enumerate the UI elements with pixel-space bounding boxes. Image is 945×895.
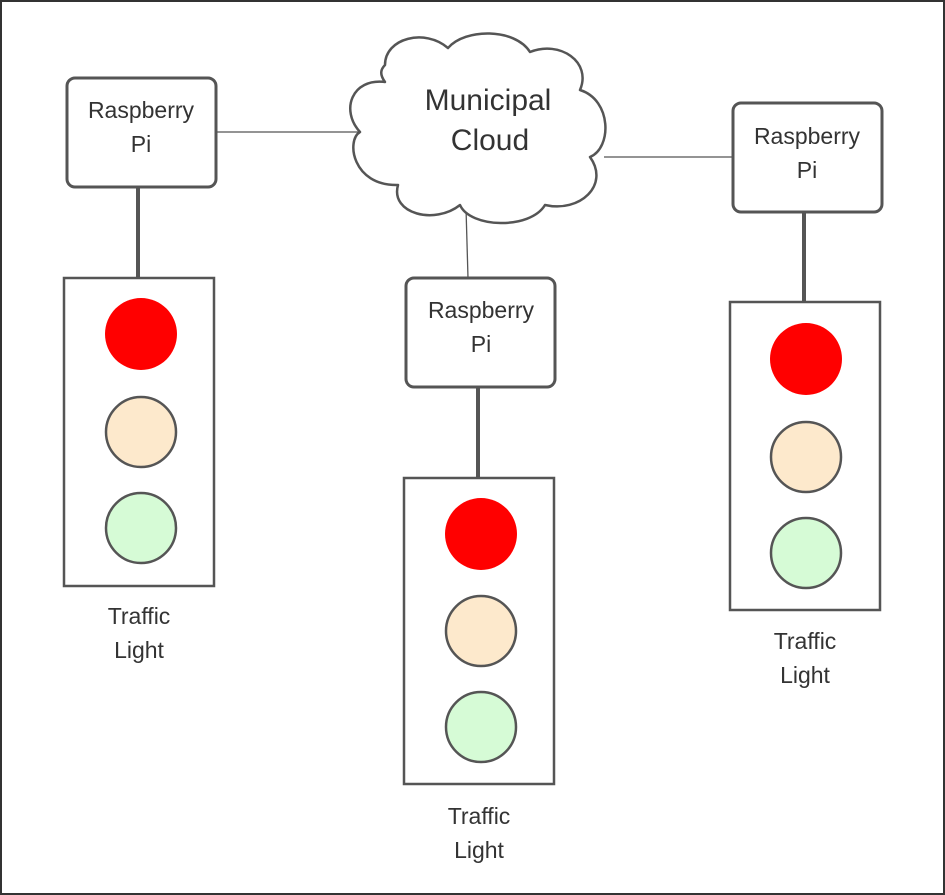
green-lamp <box>104 491 178 565</box>
traffic-light-label-line1: Traffic <box>448 803 511 829</box>
raspberry-pi-label-line1: Raspberry <box>754 123 861 149</box>
cloud-shape <box>349 32 607 225</box>
node-center: Raspberry Pi Traffic Light <box>402 276 557 863</box>
raspberry-pi-label-line1: Raspberry <box>88 97 195 123</box>
connection-cloud-pi-center <box>465 207 469 279</box>
raspberry-pi-label-line2: Pi <box>797 157 817 183</box>
node-right: Raspberry Pi Traffic Light <box>728 101 884 688</box>
amber-lamp <box>444 594 518 668</box>
raspberry-pi-box <box>731 101 884 214</box>
raspberry-pi-label-line1: Raspberry <box>428 297 535 323</box>
raspberry-pi-box <box>65 76 218 189</box>
amber-lamp <box>104 395 178 469</box>
amber-lamp <box>769 420 843 494</box>
red-lamp <box>770 323 842 395</box>
municipal-cloud: Municipal Cloud <box>349 32 607 225</box>
raspberry-pi-label-line2: Pi <box>131 131 151 157</box>
green-lamp <box>769 516 843 590</box>
traffic-light-label-line1: Traffic <box>774 628 837 654</box>
raspberry-pi-box <box>404 276 557 389</box>
cloud-connections <box>216 131 733 279</box>
traffic-light-label-line2: Light <box>454 837 504 863</box>
cloud-label-line2: Cloud <box>451 124 529 157</box>
node-left: Raspberry Pi Traffic Light <box>62 76 218 663</box>
cloud-label-line1: Municipal <box>425 84 552 117</box>
traffic-light-label-line1: Traffic <box>108 603 171 629</box>
red-lamp <box>445 498 517 570</box>
traffic-light-label-line2: Light <box>780 662 830 688</box>
red-lamp <box>105 298 177 370</box>
raspberry-pi-label-line2: Pi <box>471 331 491 357</box>
green-lamp <box>444 690 518 764</box>
traffic-light-label-line2: Light <box>114 637 164 663</box>
